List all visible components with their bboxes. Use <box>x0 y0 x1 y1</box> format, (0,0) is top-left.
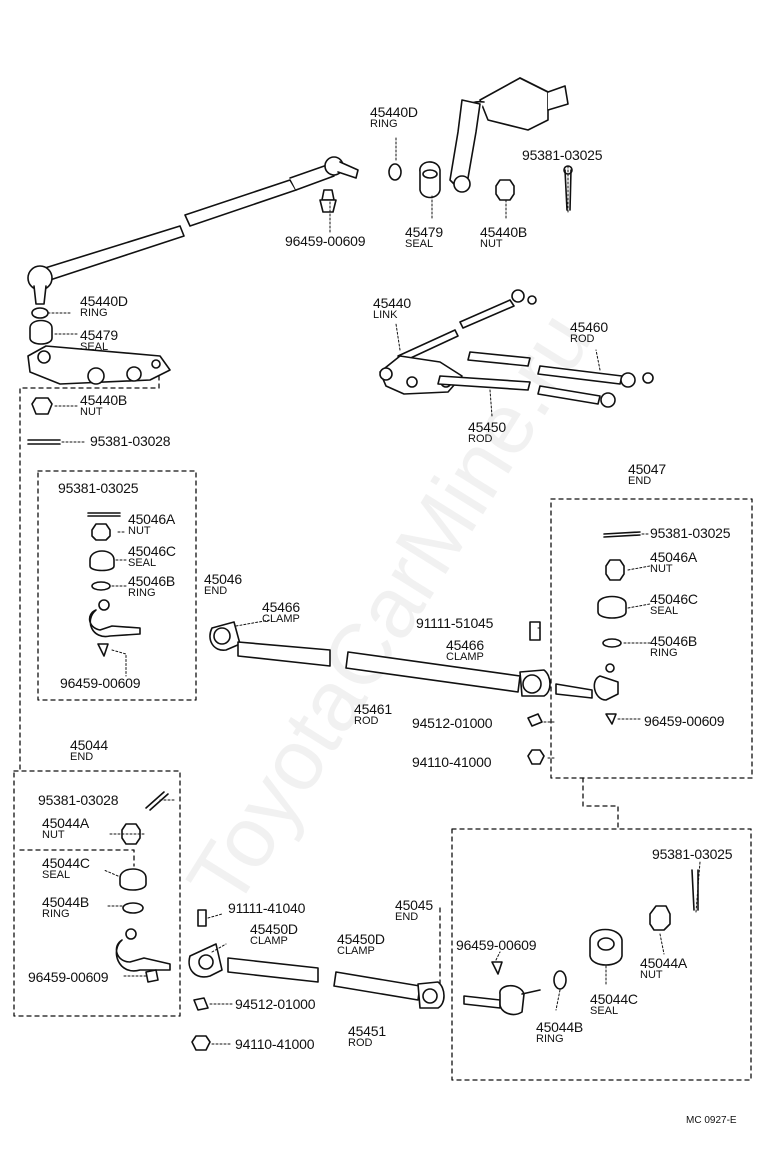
label-b1-cotter: 95381-03025 <box>58 480 139 496</box>
b2-parts <box>555 531 641 725</box>
group-box-45046 <box>37 470 197 701</box>
label-clamp-45466-right: 45466 CLAMP <box>446 637 484 663</box>
label-nut-top: 45440B NUT <box>480 224 528 250</box>
label-rod-45451: 45451 ROD <box>348 1023 386 1049</box>
diagram-code: MC 0927-E <box>686 1115 737 1126</box>
top-fitting <box>319 189 337 213</box>
label-ring-top: 45440D RING <box>370 104 418 130</box>
label-link: 45440 LINK <box>373 295 411 321</box>
top-nut <box>495 179 515 201</box>
label-seal-top: 45479 SEAL <box>405 224 443 250</box>
label-nut-left: 45440B NUT <box>80 392 128 418</box>
label-b3-ring: 45044B RING <box>42 894 90 920</box>
lower-rod-assembly <box>188 909 445 1051</box>
label-end-45045: 45045 END <box>395 897 433 923</box>
label-bolt-91111-41040: 91111-41040 <box>228 900 306 916</box>
top-seal <box>419 161 441 199</box>
upper-relay-rod <box>27 156 359 305</box>
label-clamp-45450D-left: 45450D CLAMP <box>250 921 298 947</box>
label-b4-nut: 45044A NUT <box>640 955 688 981</box>
label-b2-cotter: 95381-03025 <box>650 525 731 541</box>
label-seal-left: 45479 SEAL <box>80 327 118 353</box>
top-ring <box>388 163 402 181</box>
link-rod-assembly <box>379 289 654 408</box>
leader-left-idler <box>19 367 160 771</box>
label-fitting-top: 96459-00609 <box>285 233 366 249</box>
group-box-45044 <box>13 770 181 1017</box>
label-b1-ring: 45046B RING <box>128 573 176 599</box>
label-b3-cotter: 95381-03028 <box>38 792 119 808</box>
steering-box <box>449 77 569 193</box>
label-b4-seal: 45044C SEAL <box>590 991 638 1017</box>
left-ring-seal <box>27 307 171 445</box>
label-bolt-91111-51045: 91111-51045 <box>416 615 494 631</box>
label-cotter-top: 95381-03025 <box>522 147 603 163</box>
label-b4-ring: 45044B RING <box>536 1019 584 1045</box>
label-b4-cotter: 95381-03025 <box>652 846 733 862</box>
label-cotter-left: 95381-03028 <box>90 433 171 449</box>
middle-rod-assembly <box>209 621 551 765</box>
label-b1-nut: 45046A NUT <box>128 511 176 537</box>
label-washer-94512-b: 94512-01000 <box>235 996 316 1012</box>
label-b3-nut: 45044A NUT <box>42 815 90 841</box>
label-b2-nut: 45046A NUT <box>650 549 698 575</box>
label-washer-94512-a: 94512-01000 <box>412 715 493 731</box>
label-b4-fitting: 96459-00609 <box>456 937 537 953</box>
leader-45047-down <box>582 777 619 830</box>
label-nut-94110-a: 94110-41000 <box>412 754 492 770</box>
label-nut-94110-b: 94110-41000 <box>235 1036 315 1052</box>
b1-parts <box>87 512 141 657</box>
leader-45044-up <box>19 849 135 867</box>
label-end-45046: 45046 END <box>204 571 242 597</box>
label-b1-seal: 45046C SEAL <box>128 543 176 569</box>
label-end-45044: 45044 END <box>70 737 108 763</box>
label-rod-45461: 45461 ROD <box>354 701 392 727</box>
label-b3-fitting: 96459-00609 <box>28 969 109 985</box>
label-b3-seal: 45044C SEAL <box>42 855 90 881</box>
group-box-45047 <box>550 498 753 779</box>
b4-parts <box>463 869 699 1016</box>
label-b1-fitting: 96459-00609 <box>60 675 141 691</box>
leader-45045 <box>417 904 441 987</box>
label-clamp-45450D-right: 45450D CLAMP <box>337 931 385 957</box>
label-rod-45460: 45460 ROD <box>570 319 608 345</box>
group-box-45045 <box>451 828 752 1081</box>
label-end-45047: 45047 END <box>628 461 666 487</box>
label-b2-ring: 45046B RING <box>650 633 698 659</box>
b3-parts <box>115 791 171 983</box>
label-clamp-45466-left: 45466 CLAMP <box>262 599 300 625</box>
label-rod-45450: 45450 ROD <box>468 419 506 445</box>
label-b2-seal: 45046C SEAL <box>650 591 698 617</box>
label-b2-fitting: 96459-00609 <box>644 713 725 729</box>
label-ring-left: 45440D RING <box>80 293 128 319</box>
